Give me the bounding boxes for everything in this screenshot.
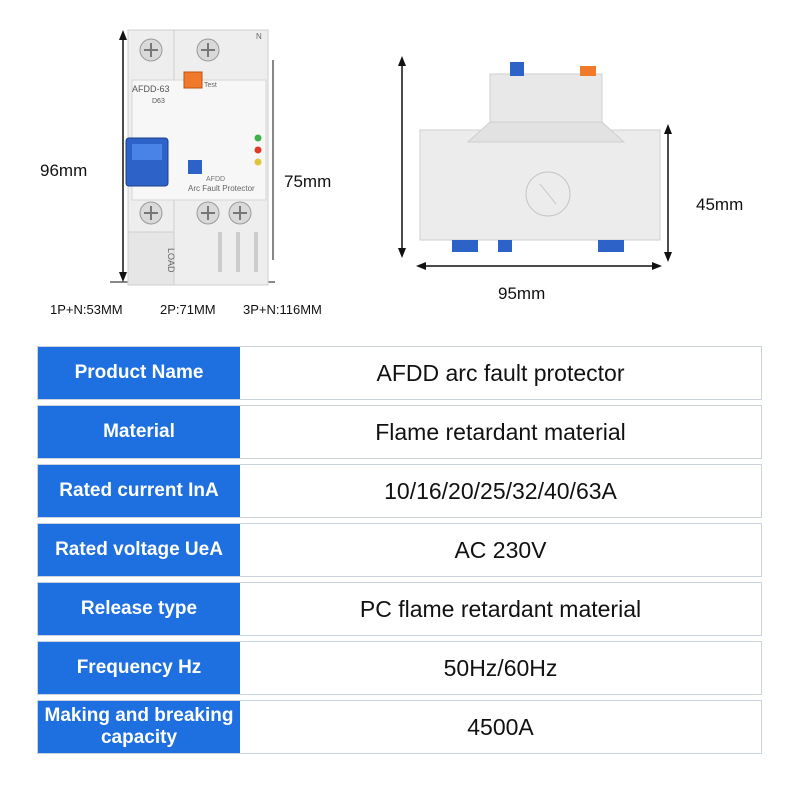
spec-value: 50Hz/60Hz	[443, 654, 558, 681]
spec-row-rated-current: Rated current InA 10/16/20/25/32/40/63A	[37, 464, 762, 518]
spec-value: AC 230V	[454, 536, 547, 563]
spec-label: Rated current InA	[38, 465, 240, 517]
device-load-label: LOAD	[166, 248, 176, 273]
spec-value: AFDD arc fault protector	[376, 359, 625, 386]
device-neutral-label: N	[256, 32, 262, 41]
spec-label: Making and breaking capacity	[38, 701, 240, 753]
spec-label: Material	[38, 406, 240, 458]
front-width-label: 75mm	[284, 172, 332, 191]
side-view	[380, 44, 680, 284]
front-height-label: 96mm	[40, 161, 88, 180]
device-model: AFDD-63	[132, 84, 170, 94]
spec-label: Rated voltage UeA	[38, 524, 240, 576]
side-width-label: 95mm	[498, 284, 546, 303]
spec-value: 10/16/20/25/32/40/63A	[384, 477, 617, 504]
spec-row-frequency: Frequency Hz 50Hz/60Hz	[37, 641, 762, 695]
device-test-label: Test	[204, 82, 217, 89]
device-rating: D63	[152, 98, 165, 105]
spec-label: Product Name	[38, 347, 240, 399]
variant-label-2: 2P:71MM	[160, 302, 216, 317]
spec-row-material: Material Flame retardant material	[37, 405, 762, 459]
device-name: Arc Fault Protector	[188, 184, 255, 193]
spec-row-breaking-capacity: Making and breaking capacity 4500A	[37, 700, 762, 754]
spec-value: PC flame retardant material	[359, 595, 642, 622]
spec-value: 4500A	[467, 713, 534, 740]
spec-label: Release type	[38, 583, 240, 635]
front-view: AFDD-63 D63 Test AFDD Arc Fault Protecto…	[100, 20, 280, 290]
device-brand: AFDD	[206, 176, 226, 183]
spec-label: Frequency Hz	[38, 642, 240, 694]
side-height-label: 45mm	[696, 195, 744, 214]
spec-row-release-type: Release type PC flame retardant material	[37, 582, 762, 636]
spec-value: Flame retardant material	[375, 418, 626, 445]
variant-label-3: 3P+N:116MM	[243, 302, 322, 317]
side-device-drawing	[398, 56, 672, 270]
variant-label-1: 1P+N:53MM	[50, 302, 123, 317]
spec-row-product-name: Product Name AFDD arc fault protector	[37, 346, 762, 400]
front-device-drawing	[110, 29, 275, 286]
spec-row-rated-voltage: Rated voltage UeA AC 230V	[37, 523, 762, 577]
